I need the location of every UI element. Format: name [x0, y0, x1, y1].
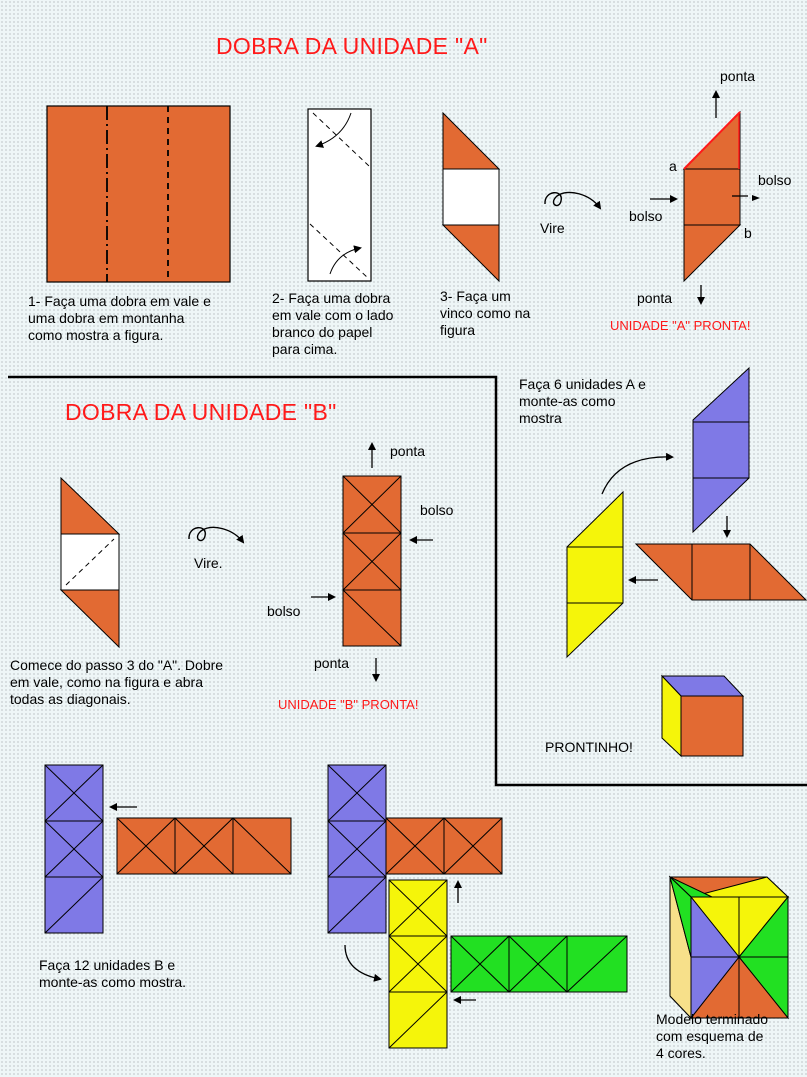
section-b-title: DOBRA DA UNIDADE "B": [65, 399, 337, 425]
assembly-b-step2: [327, 764, 628, 1049]
section-divider: [8, 375, 807, 787]
bolso-right-label-b: bolso: [420, 502, 454, 518]
bolso-left-label: bolso: [629, 208, 663, 224]
final-model-text: Modelo terminado com esquema de 4 cores.: [656, 1011, 769, 1061]
step3-text: 3- Faça um vinco como na figura: [440, 288, 531, 338]
unit-b-done: UNIDADE "B" PRONTA!: [278, 697, 419, 712]
turn-label-b: Vire.: [194, 555, 223, 571]
bolso-left-label-b: bolso: [267, 603, 301, 619]
bolso-right-label: bolso: [758, 172, 792, 188]
ponta-top-label: ponta: [720, 68, 756, 84]
final-cube: [668, 875, 790, 1020]
step1-square: [46, 105, 231, 283]
unit-a-done: UNIDADE "A" PRONTA!: [610, 318, 751, 333]
unit-a-finished: [650, 90, 760, 305]
step2-strip: [307, 108, 372, 282]
assembly-a-instructions: Faça 6 unidades A e monte-as como mostra: [519, 376, 646, 426]
ponta-top-label-b: ponta: [390, 443, 426, 459]
turn-over-icon-b: [188, 526, 245, 544]
assembly-b-step1: [44, 764, 292, 934]
step1-text: 1- Faça uma dobra em vale e uma dobra em…: [28, 293, 211, 343]
corner-a-label: a: [669, 158, 677, 174]
prontinho-label: PRONTINHO!: [545, 739, 633, 755]
unit-b-start: [59, 476, 121, 649]
corner-b-label: b: [744, 225, 752, 241]
assembly-a: [566, 366, 807, 659]
turn-label-a: Vire: [540, 220, 565, 236]
unit-b-instructions: Comece do passo 3 do "A". Dobre em vale,…: [10, 657, 224, 707]
unit-b-finished: [311, 442, 433, 682]
section-a-title: DOBRA DA UNIDADE "A": [216, 33, 488, 59]
step2-text: 2- Faça uma dobra em vale com o lado bra…: [272, 290, 394, 357]
assembly-b-instructions: Faça 12 unidades B e monte-as como mostr…: [39, 957, 187, 990]
turn-over-icon: [544, 191, 602, 210]
ponta-bottom-label: ponta: [637, 290, 673, 306]
step3-parallelogram: [441, 111, 501, 283]
ponta-bottom-label-b: ponta: [314, 655, 350, 671]
cube-small: [660, 674, 745, 758]
